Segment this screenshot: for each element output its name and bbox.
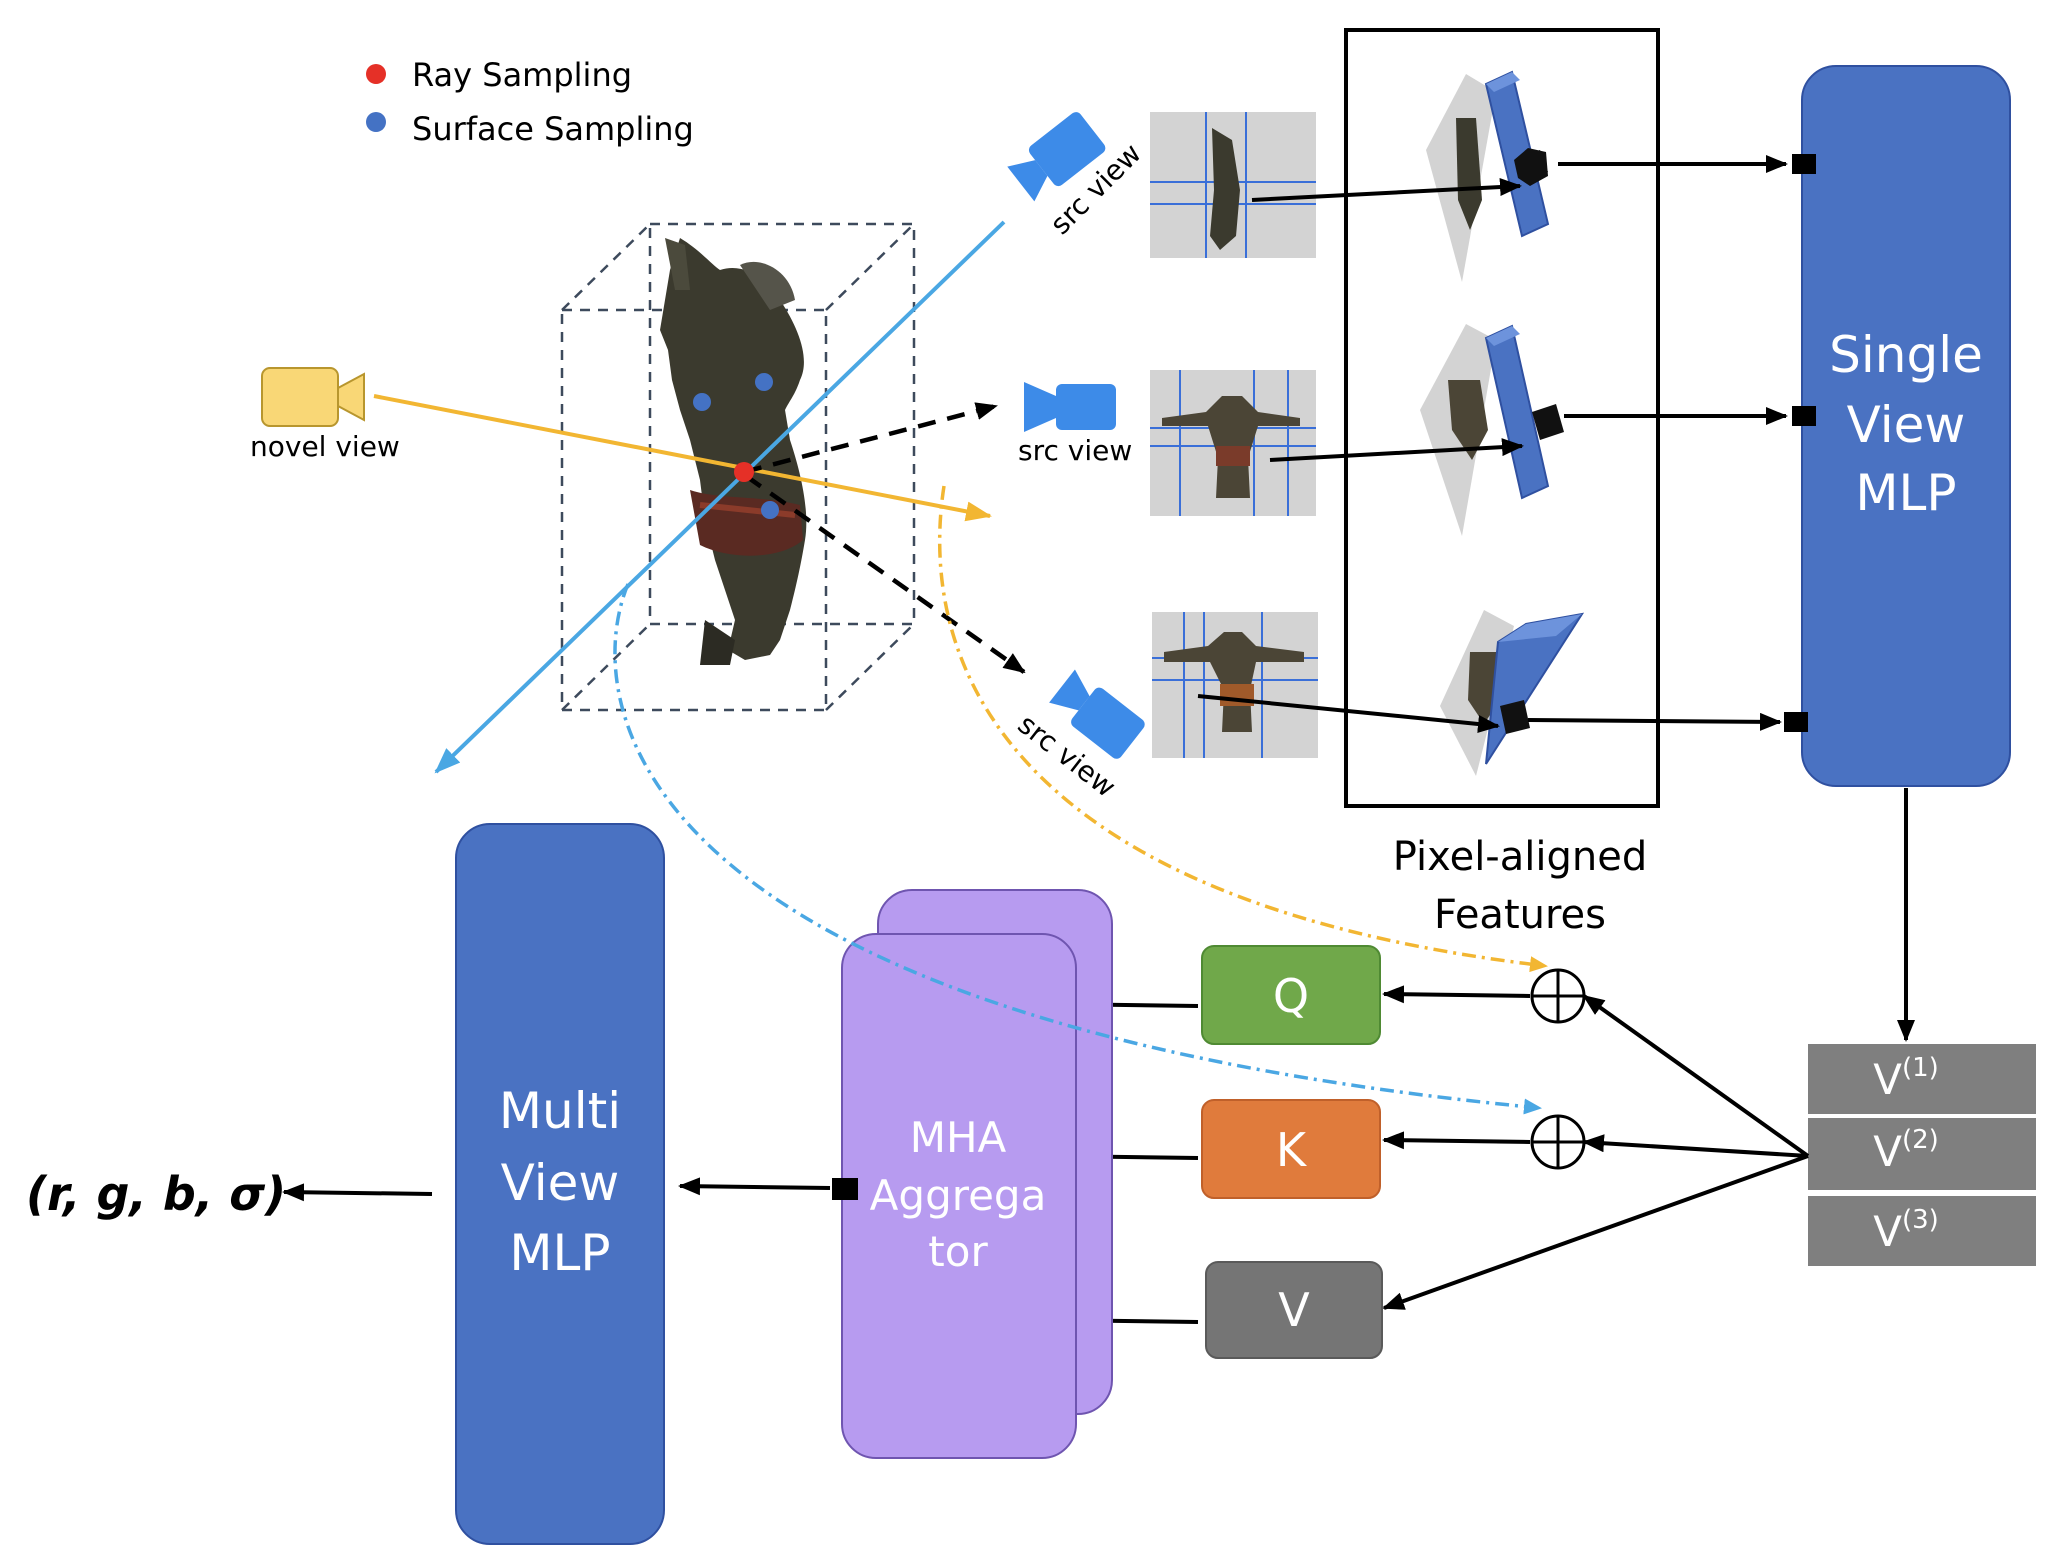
v3-superscript: (3) bbox=[1902, 1205, 1939, 1235]
src-image-bottom bbox=[1152, 612, 1318, 758]
src-view-camera-top-icon bbox=[1007, 112, 1106, 202]
v-box bbox=[1205, 1261, 1383, 1359]
v-label: V bbox=[1278, 1283, 1310, 1337]
projection-arrow-middle bbox=[1269, 438, 1524, 462]
aggregator-label-line3: tor bbox=[928, 1227, 988, 1276]
projection-arrow-bottom bbox=[1197, 694, 1500, 733]
aggregator-label-line2: Aggrega bbox=[870, 1171, 1047, 1220]
feature-plane-middle bbox=[1420, 324, 1564, 536]
aggregator-label-line1: MHA bbox=[910, 1113, 1007, 1162]
plus-to-q-arrow bbox=[1382, 985, 1531, 1004]
multi-view-mlp-label-line3: MLP bbox=[509, 1224, 610, 1282]
surface-point bbox=[755, 373, 773, 391]
q-box bbox=[1201, 945, 1381, 1045]
multi-view-mlp-label-line1: Multi bbox=[499, 1082, 621, 1140]
v1-cell bbox=[1808, 1044, 2036, 1114]
k-label: K bbox=[1276, 1123, 1308, 1177]
legend-surface-sampling-label: Surface Sampling bbox=[412, 110, 694, 148]
surface-point bbox=[761, 501, 779, 519]
v1-label: V bbox=[1873, 1055, 1902, 1104]
v3-label: V bbox=[1873, 1207, 1902, 1256]
src-view-camera-bottom-icon bbox=[1049, 669, 1145, 759]
v2-superscript: (2) bbox=[1902, 1125, 1939, 1155]
single-view-mlp-label-line1: Single bbox=[1829, 326, 1983, 384]
yellow-dashdot-curve bbox=[938, 485, 1548, 973]
feature-to-mlp-arrow-bottom bbox=[1527, 712, 1782, 731]
ray-point bbox=[734, 462, 754, 482]
dashed-arrow-to-middle-src bbox=[743, 402, 998, 475]
output-label: (r, g, b, σ) bbox=[26, 1167, 286, 1221]
q-label: Q bbox=[1273, 969, 1309, 1023]
multi-mlp-to-output-arrow bbox=[282, 1183, 433, 1202]
aggregator-output-port bbox=[832, 1178, 858, 1200]
pixel-aligned-features-label-line1: Pixel-aligned bbox=[1393, 834, 1647, 880]
src-image-top bbox=[1150, 112, 1316, 258]
multi-view-mlp-block bbox=[455, 823, 665, 1545]
character-figure bbox=[660, 238, 807, 665]
novel-view-label: novel view bbox=[250, 430, 400, 463]
legend: Ray Sampling Surface Sampling bbox=[366, 56, 694, 148]
aggregator-to-multi-mlp-arrow bbox=[678, 1177, 831, 1196]
single-view-mlp-label-line3: MLP bbox=[1855, 464, 1956, 522]
v-stack-to-v-arrow bbox=[1382, 1154, 1809, 1310]
v-stack: V(1) V(2) V(3) bbox=[1808, 1044, 2036, 1266]
svg-text:V(2): V(2) bbox=[1873, 1125, 1939, 1176]
single-view-mlp-label-line2: View bbox=[1847, 396, 1966, 454]
v-stack-to-q-plus-arrow bbox=[1582, 994, 1810, 1158]
mlp-input-port bbox=[1792, 406, 1816, 426]
pixel-aligned-features-label-line2: Features bbox=[1434, 892, 1606, 938]
src-view-middle-label: src view bbox=[1018, 434, 1132, 467]
svg-text:V(1): V(1) bbox=[1873, 1053, 1939, 1104]
plus-node-q bbox=[1530, 968, 1586, 1024]
src-view-camera-middle-icon bbox=[1024, 382, 1116, 432]
plus-to-k-arrow bbox=[1382, 1131, 1531, 1150]
surface-point bbox=[693, 393, 711, 411]
v1-superscript: (1) bbox=[1902, 1053, 1939, 1083]
plus-node-k bbox=[1530, 1114, 1586, 1170]
v2-label: V bbox=[1873, 1127, 1902, 1176]
dashed-arrow-to-bottom-src bbox=[744, 474, 1026, 674]
v-stack-to-k-plus-arrow bbox=[1582, 1134, 1809, 1158]
ray-sampling-dot bbox=[366, 64, 386, 84]
v3-cell bbox=[1808, 1196, 2036, 1266]
mlp-input-port bbox=[1784, 712, 1808, 732]
surface-sampling-dot bbox=[366, 112, 386, 132]
mlp-input-port bbox=[1792, 154, 1816, 174]
novel-view-camera-icon bbox=[261, 367, 365, 427]
blue-dashdot-curve bbox=[613, 583, 1542, 1115]
legend-ray-sampling-label: Ray Sampling bbox=[412, 56, 632, 94]
yellow-ray bbox=[373, 394, 992, 522]
projection-arrow-top bbox=[1251, 178, 1522, 202]
multi-view-mlp-label-line2: View bbox=[501, 1154, 620, 1212]
k-box bbox=[1201, 1099, 1381, 1199]
feature-plane-bottom bbox=[1440, 610, 1585, 776]
feature-plane-top bbox=[1426, 70, 1550, 282]
blue-ray bbox=[434, 220, 1006, 774]
v2-cell bbox=[1808, 1118, 2036, 1190]
svg-text:V(3): V(3) bbox=[1873, 1205, 1939, 1256]
src-image-middle bbox=[1150, 370, 1316, 516]
